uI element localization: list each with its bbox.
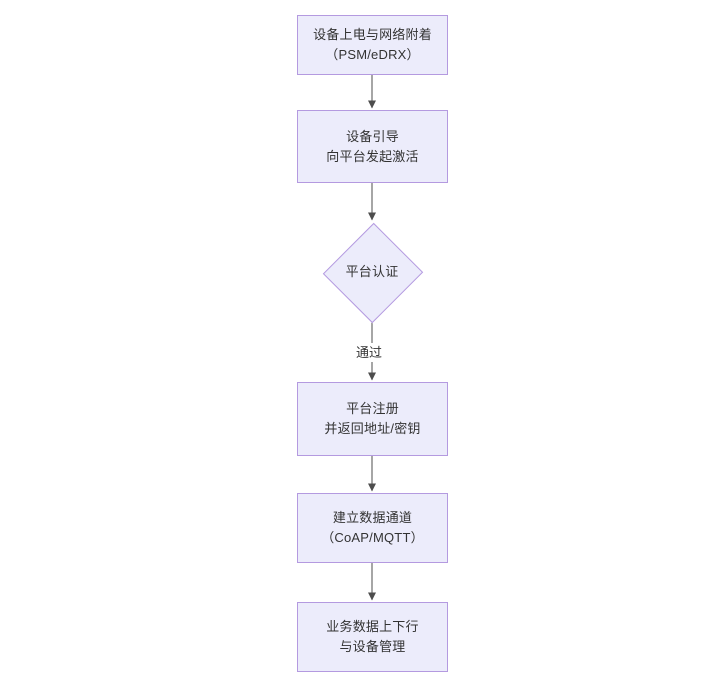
flow-node-label: 设备上电与网络附着 （PSM/eDRX） [313, 27, 432, 62]
edge-label-pass: 通过 [353, 343, 386, 362]
flow-node-label: 平台注册 并返回地址/密钥 [324, 401, 421, 436]
flow-node-device-bootstrap[interactable]: 设备引导 向平台发起激活 [297, 110, 448, 183]
flow-node-label: 设备引导 向平台发起激活 [326, 128, 419, 164]
flow-node-label: 建立数据通道 （CoAP/MQTT） [321, 510, 424, 545]
flow-node-device-power-on[interactable]: 设备上电与网络附着 （PSM/eDRX） [297, 15, 448, 75]
edge-label-text: 通过 [356, 345, 383, 360]
flow-node-establish-data-channel[interactable]: 建立数据通道 （CoAP/MQTT） [297, 493, 448, 563]
flow-node-platform-register[interactable]: 平台注册 并返回地址/密钥 [297, 382, 448, 456]
flow-node-platform-auth-decision[interactable]: 平台认证 [322, 222, 424, 324]
flow-node-label: 业务数据上下行 与设备管理 [326, 619, 419, 654]
flow-node-label: 平台认证 [345, 264, 399, 279]
flow-node-business-data-and-device-management[interactable]: 业务数据上下行 与设备管理 [297, 602, 448, 672]
